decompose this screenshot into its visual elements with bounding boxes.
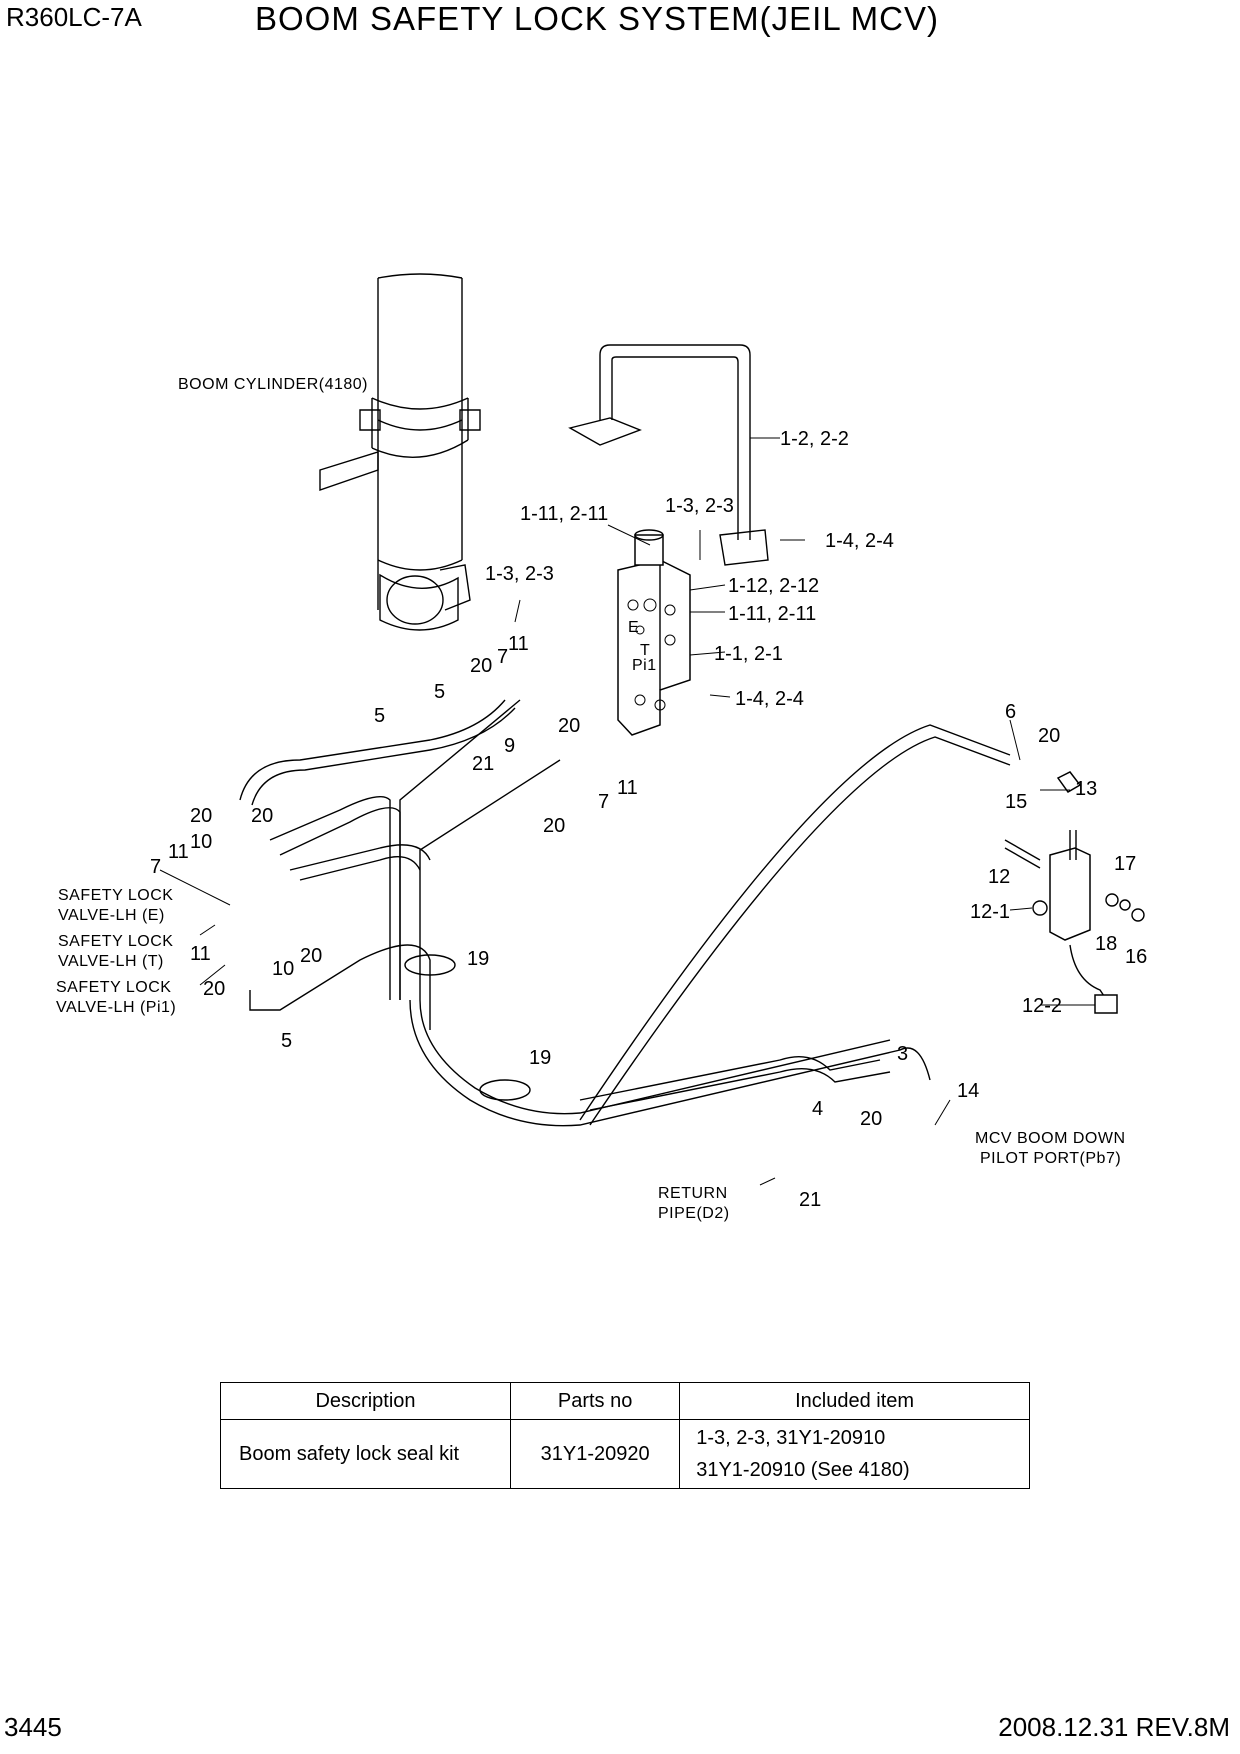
return-note-2: PIPE(D2) bbox=[658, 1205, 730, 1222]
callout: 20 bbox=[860, 1108, 882, 1130]
callout: 20 bbox=[203, 978, 225, 1000]
callout: 5 bbox=[281, 1030, 292, 1052]
callout: 14 bbox=[957, 1080, 979, 1102]
boom-cylinder bbox=[319, 273, 481, 631]
seal-kit-table: Description Parts no Included item Boom … bbox=[220, 1382, 1030, 1489]
callout: 19 bbox=[467, 948, 489, 970]
included-line-2: 31Y1-20910 (See 4180) bbox=[696, 1459, 910, 1481]
safety-lock-e-note-2: VALVE-LH (E) bbox=[58, 907, 165, 924]
callout: 21 bbox=[799, 1189, 821, 1211]
callout: 20 bbox=[300, 945, 322, 967]
included-line-1: 1-3, 2-3, 31Y1-20910 bbox=[696, 1427, 886, 1449]
callout: 5 bbox=[434, 681, 445, 703]
callout: 12-2 bbox=[1022, 995, 1062, 1017]
included-cell: 1-3, 2-3, 31Y1-20910 31Y1-20910 (See 418… bbox=[679, 1419, 1030, 1489]
callout: 21 bbox=[472, 753, 494, 775]
callout: 20 bbox=[251, 805, 273, 827]
callout: 11 bbox=[190, 943, 211, 965]
callout: 7 bbox=[598, 791, 609, 813]
parts-no-cell: 31Y1-20920 bbox=[509, 1419, 681, 1489]
callout: 7 bbox=[150, 856, 161, 878]
port-e-label: E bbox=[628, 619, 639, 636]
callout: 12-1 bbox=[970, 901, 1010, 923]
callout: 19 bbox=[529, 1047, 551, 1069]
safety-lock-e-note-1: SAFETY LOCK bbox=[58, 887, 173, 904]
callout: 6 bbox=[1005, 701, 1016, 723]
callout: 1-12, 2-12 bbox=[728, 575, 819, 597]
hose-clamps bbox=[404, 954, 531, 1101]
callout: 20 bbox=[558, 715, 580, 737]
callout: 1-11, 2-11 bbox=[520, 503, 608, 525]
callout: 11 bbox=[168, 841, 189, 863]
callout: 16 bbox=[1125, 946, 1147, 968]
callout: 18 bbox=[1095, 933, 1117, 955]
leader-lines bbox=[159, 437, 1095, 1186]
callout: 20 bbox=[470, 655, 492, 677]
port-pi1-label: Pi1 bbox=[632, 657, 657, 674]
model-code: R360LC-7A bbox=[6, 2, 142, 32]
callout: 20 bbox=[543, 815, 565, 837]
table-row: Boom safety lock seal kit 31Y1-20920 1-3… bbox=[220, 1419, 1030, 1489]
callout: 1-4, 2-4 bbox=[735, 688, 804, 710]
hose-assemblies bbox=[239, 699, 1011, 1127]
callout: 1-3, 2-3 bbox=[665, 495, 734, 517]
callout: 1-11, 2-11 bbox=[728, 603, 816, 625]
mcv-note-1: MCV BOOM DOWN bbox=[975, 1130, 1126, 1147]
callout: 4 bbox=[812, 1098, 823, 1120]
callout: 11 bbox=[617, 777, 638, 799]
callout: 1-2, 2-2 bbox=[780, 428, 849, 450]
callout: 1-3, 2-3 bbox=[485, 563, 554, 585]
revision-date: 2008.12.31 REV.8M bbox=[998, 1712, 1230, 1742]
return-note-1: RETURN bbox=[658, 1185, 728, 1202]
safety-lock-pi1-note-2: VALVE-LH (Pi1) bbox=[56, 999, 176, 1016]
safety-lock-valve bbox=[617, 529, 691, 736]
callout: 10 bbox=[190, 831, 212, 853]
safety-lock-t-note-2: VALVE-LH (T) bbox=[58, 953, 164, 970]
callout: 9 bbox=[504, 735, 515, 757]
callout: 12 bbox=[988, 866, 1010, 888]
callout: 10 bbox=[272, 958, 294, 980]
callout: 13 bbox=[1075, 778, 1097, 800]
mcv-note-2: PILOT PORT(Pb7) bbox=[980, 1150, 1121, 1167]
boom-down-valve bbox=[1004, 771, 1145, 1014]
callout: 17 bbox=[1114, 853, 1136, 875]
col-description-header: Description bbox=[220, 1382, 511, 1420]
page-number: 3445 bbox=[4, 1712, 62, 1742]
callout: 11 bbox=[508, 633, 529, 655]
col-included-header: Included item bbox=[679, 1382, 1030, 1420]
callout: 1-1, 2-1 bbox=[714, 643, 783, 665]
col-parts-no-header: Parts no bbox=[509, 1382, 681, 1420]
description-cell: Boom safety lock seal kit bbox=[220, 1419, 511, 1489]
port-t-label: T bbox=[640, 642, 650, 659]
callout: 5 bbox=[374, 705, 385, 727]
callout: 1-4, 2-4 bbox=[825, 530, 894, 552]
callout: 20 bbox=[190, 805, 212, 827]
page-title: BOOM SAFETY LOCK SYSTEM(JEIL MCV) bbox=[255, 0, 939, 37]
safety-lock-t-note-1: SAFETY LOCK bbox=[58, 933, 173, 950]
callout: 20 bbox=[1038, 725, 1060, 747]
callout: 7 bbox=[497, 646, 508, 668]
safety-lock-pi1-note-1: SAFETY LOCK bbox=[56, 979, 171, 996]
callout: 3 bbox=[897, 1043, 908, 1065]
boom-cylinder-note: BOOM CYLINDER(4180) bbox=[178, 376, 368, 393]
steel-pipe bbox=[568, 344, 769, 566]
callout: 15 bbox=[1005, 791, 1027, 813]
